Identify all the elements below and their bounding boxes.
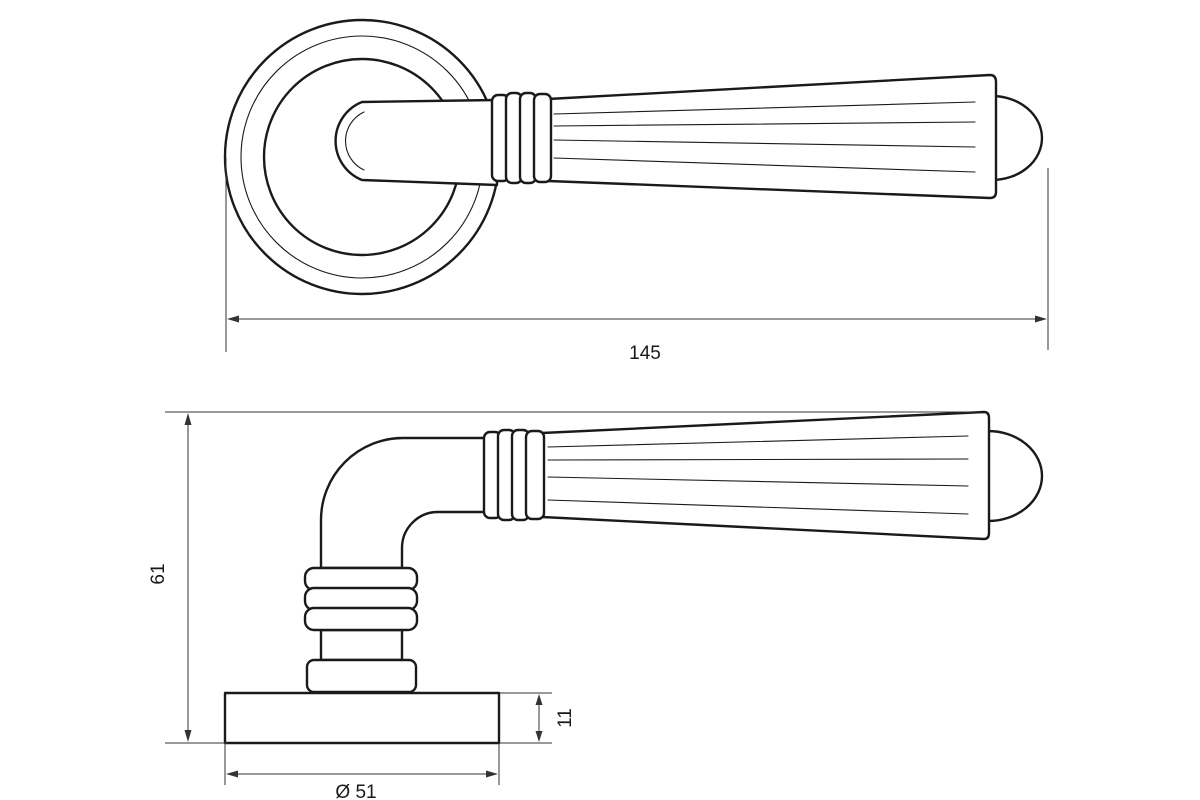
base-height-dimension: 11 bbox=[500, 692, 576, 744]
top-view: 145 bbox=[223, 18, 1049, 364]
diameter-label: Ø 51 bbox=[335, 782, 376, 800]
arrow-head bbox=[535, 731, 543, 742]
blade-flute bbox=[553, 139, 976, 148]
blade-flute bbox=[547, 435, 969, 448]
height-dimension: 61 bbox=[148, 411, 980, 744]
side-view: 61 11 Ø 51 bbox=[148, 410, 1044, 800]
arrow-head bbox=[1035, 315, 1047, 323]
spindle-ring bbox=[303, 586, 419, 612]
rose-base bbox=[223, 691, 501, 745]
blade-flute bbox=[553, 157, 976, 173]
blade-flute bbox=[547, 458, 969, 461]
length-label: 145 bbox=[629, 343, 661, 364]
diameter-dimension: Ø 51 bbox=[224, 743, 500, 800]
spindle-cap bbox=[305, 658, 418, 694]
arrow-head bbox=[486, 770, 498, 778]
arrow-head bbox=[535, 694, 543, 705]
blade-flute bbox=[553, 121, 976, 127]
blade-flute bbox=[547, 476, 969, 487]
collar-ring bbox=[524, 429, 546, 521]
lever-blade bbox=[540, 410, 991, 541]
lever-blade bbox=[546, 73, 998, 200]
spindle-ring bbox=[303, 606, 419, 632]
spindle-ring bbox=[303, 566, 419, 592]
lever-end-knob bbox=[990, 94, 1044, 182]
arrow-head bbox=[226, 770, 238, 778]
base-height-label: 11 bbox=[555, 708, 576, 728]
blade-flute bbox=[547, 499, 969, 515]
lever-end-knob bbox=[986, 429, 1044, 523]
spindle-neck bbox=[319, 628, 404, 662]
neck-inner-contour bbox=[344, 111, 365, 171]
lever-neck bbox=[334, 98, 499, 187]
arrow-head bbox=[227, 315, 239, 323]
height-label: 61 bbox=[148, 563, 169, 584]
length-dimension: 145 bbox=[225, 157, 1049, 364]
arrow-head bbox=[184, 413, 192, 425]
arrow-head bbox=[184, 730, 192, 742]
lever-shank bbox=[319, 436, 490, 570]
blade-flute bbox=[553, 101, 976, 115]
collar-ring bbox=[532, 92, 553, 184]
